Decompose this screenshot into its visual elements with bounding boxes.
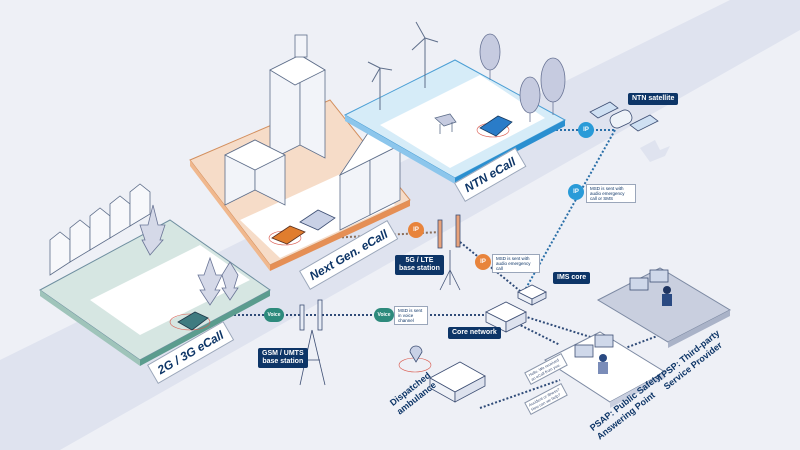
core-to-psap-2: [519, 314, 601, 341]
lte-station-label: 5G / LTE base station: [395, 255, 444, 275]
deer: [434, 113, 457, 134]
overturned-car: [476, 115, 513, 138]
lte-msd-note: MSD is sent with audio emergency call: [492, 254, 540, 273]
ntn-satellite-graphic: [589, 101, 670, 162]
crashed-cars: [268, 209, 336, 246]
wind-turbines: [367, 21, 439, 110]
ip-badge-satellite: IP: [568, 184, 584, 200]
ntn-msd-note: MSD is sent with audio emergency call or…: [586, 184, 636, 203]
psap-to-tpsp: [619, 334, 661, 351]
car-legacy: [169, 311, 211, 331]
core-network-box: [485, 301, 527, 333]
legacy-platform: [39, 183, 271, 366]
voice-badge-2: Voice: [374, 308, 394, 322]
voice-msd-note: MSD is sent in voice channel: [394, 306, 428, 325]
skyscraper: [269, 34, 326, 161]
psap-desk: [543, 331, 666, 408]
round-trees: [479, 33, 566, 122]
ip-badge-ntn: IP: [578, 122, 594, 138]
row-houses: [49, 183, 151, 276]
satellite-to-ims: [524, 129, 616, 291]
gsm-station-label: GSM / UMTS base station: [258, 348, 308, 368]
gsm-tower: [299, 299, 326, 386]
tpsp-desk: [596, 267, 732, 348]
voice-badge-1: Voice: [264, 308, 284, 322]
ims-core-box: [517, 284, 547, 306]
ntn-satellite-label: NTN satellite: [628, 93, 679, 105]
nextgen-platform: [189, 34, 411, 271]
lte-tower: [437, 214, 461, 291]
ambulance-graphic: [398, 345, 486, 403]
office-block: [224, 139, 286, 206]
ip-badge-lte: IP: [475, 254, 491, 270]
ims-core-label: IMS core: [553, 272, 591, 284]
pine-trees: [139, 204, 239, 306]
ip-badge-nextgen: IP: [408, 222, 424, 238]
core-network-label: Core network: [448, 327, 501, 339]
